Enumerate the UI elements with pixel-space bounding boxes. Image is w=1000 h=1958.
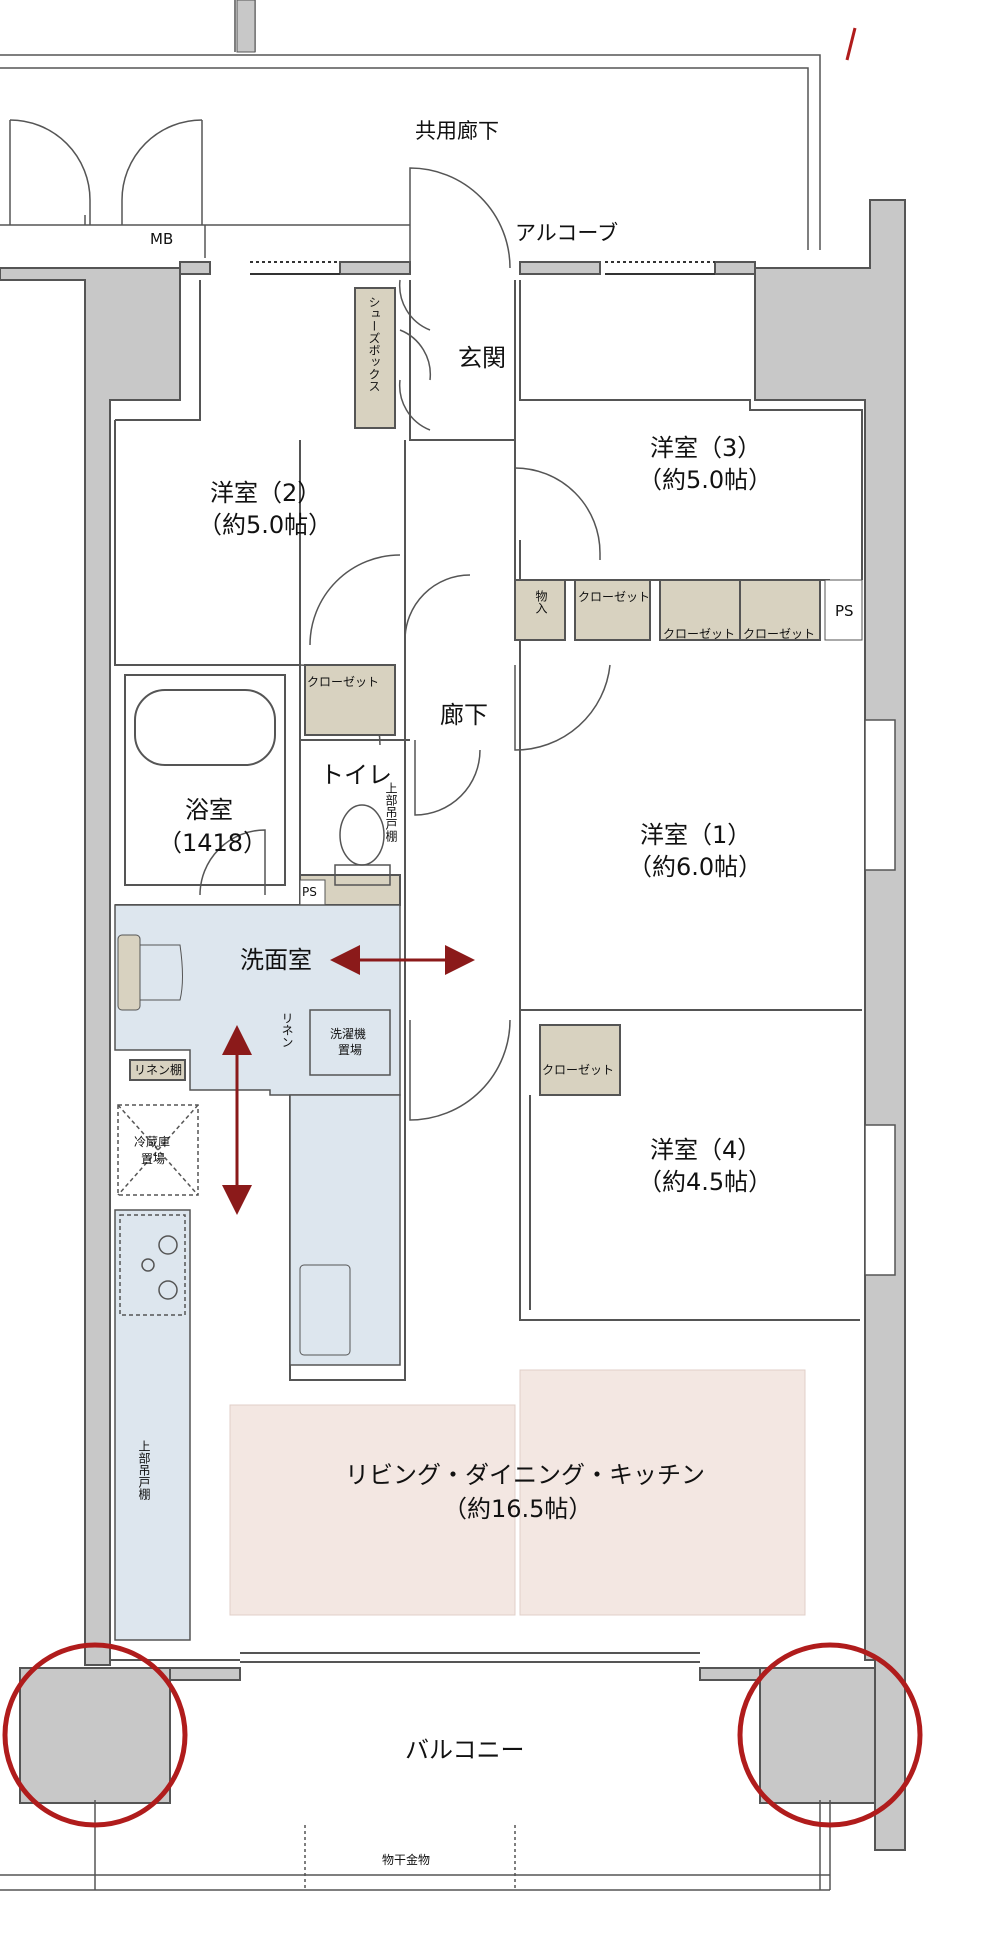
label-entrance: 玄関 bbox=[458, 344, 506, 372]
label-kitchen-upper-cabinet: 上部吊戸棚 bbox=[137, 1440, 151, 1500]
label-ldk-size: （約16.5帖） bbox=[443, 1495, 593, 1523]
label-bathroom-name: 浴室 bbox=[185, 796, 233, 824]
balcony-railing bbox=[0, 1800, 831, 1891]
kitchen-counter-left bbox=[114, 1209, 191, 1641]
label-linen: リネン bbox=[280, 1012, 294, 1048]
closet-room2 bbox=[304, 664, 396, 736]
closet-room1-a bbox=[659, 579, 741, 641]
label-room3-size: （約5.0帖） bbox=[638, 466, 773, 494]
vanity-basin bbox=[139, 944, 183, 1001]
top-windows bbox=[250, 261, 715, 275]
pillar-highlight-rings bbox=[2, 1642, 923, 1828]
label-linen-shelf: リネン棚 bbox=[134, 1063, 183, 1077]
balcony-window bbox=[240, 1652, 700, 1663]
label-room1-name: 洋室（1） bbox=[640, 821, 752, 849]
label-washroom: 洗面室 bbox=[240, 946, 312, 974]
top-pillar bbox=[236, 0, 256, 53]
label-mb: MB bbox=[150, 230, 174, 248]
ldk-floor bbox=[229, 1369, 806, 1616]
label-ldk-name: リビング・ダイニング・キッチン bbox=[345, 1461, 705, 1489]
label-washer-line1: 洗濯機 bbox=[330, 1027, 367, 1041]
label-closet-room2: クローゼット bbox=[307, 675, 380, 689]
red-tick-mark bbox=[845, 27, 857, 61]
label-ps-right: PS bbox=[835, 602, 854, 620]
label-fridge-line2: 置場 bbox=[141, 1152, 166, 1166]
label-closet-room1-a: クローゼット bbox=[663, 627, 736, 641]
label-shoe-box: シューズボックス bbox=[367, 296, 381, 392]
wet-areas bbox=[114, 904, 401, 1641]
label-toilet: トイレ bbox=[320, 761, 392, 789]
label-room1-size: （約6.0帖） bbox=[628, 853, 763, 881]
closet-room4 bbox=[539, 1024, 621, 1096]
toilet-fixture bbox=[334, 804, 391, 886]
vanity-sink bbox=[117, 934, 141, 1011]
entrance-door bbox=[409, 167, 511, 269]
label-closet-room4: クローゼット bbox=[542, 1063, 615, 1077]
label-hallway: 廊下 bbox=[440, 701, 488, 729]
label-room2-size: （約5.0帖） bbox=[198, 511, 333, 539]
right-windows bbox=[864, 719, 896, 1276]
washer-space bbox=[309, 1009, 391, 1076]
label-room2-name: 洋室（2） bbox=[210, 479, 322, 507]
label-washer-line2: 置場 bbox=[338, 1043, 363, 1057]
stove bbox=[119, 1214, 186, 1316]
label-clothes-dryer: 物干金物 bbox=[382, 1853, 431, 1867]
linen-shelf bbox=[129, 1059, 186, 1081]
label-balcony: バルコニー bbox=[405, 1736, 525, 1764]
label-fridge-line1: 冷蔵庫 bbox=[134, 1135, 171, 1149]
ps-box-right bbox=[824, 579, 863, 641]
label-closet-room1-b: クローゼット bbox=[743, 627, 816, 641]
label-room3-name: 洋室（3） bbox=[650, 434, 762, 462]
label-bathroom-size: （1418） bbox=[158, 829, 268, 857]
storage-box bbox=[514, 579, 566, 641]
sink bbox=[299, 1264, 351, 1356]
shoe-box bbox=[354, 287, 396, 429]
label-storage: 物入 bbox=[534, 590, 548, 614]
label-toilet-upper-cabinet: 上部吊戸棚 bbox=[384, 782, 398, 842]
closet-room1-b bbox=[739, 579, 821, 641]
exterior-walls bbox=[0, 199, 906, 1851]
label-room4-name: 洋室（4） bbox=[650, 1136, 762, 1164]
label-ps-toilet: PS bbox=[302, 885, 317, 899]
label-closet-room3: クローゼット bbox=[578, 590, 651, 604]
mb-doors bbox=[9, 119, 203, 225]
label-alcove: アルコーブ bbox=[515, 221, 619, 245]
airflow-indicators bbox=[274, 234, 934, 1709]
fridge-box bbox=[117, 1104, 199, 1196]
label-room4-size: （約4.5帖） bbox=[638, 1168, 773, 1196]
closet-room3 bbox=[574, 579, 651, 641]
common-corridor-lines bbox=[0, 0, 821, 258]
bathtub bbox=[124, 674, 286, 886]
circulation-arrows bbox=[222, 945, 475, 1215]
label-common-corridor: 共用廊下 bbox=[415, 119, 499, 143]
ps-box-toilet bbox=[299, 879, 326, 906]
